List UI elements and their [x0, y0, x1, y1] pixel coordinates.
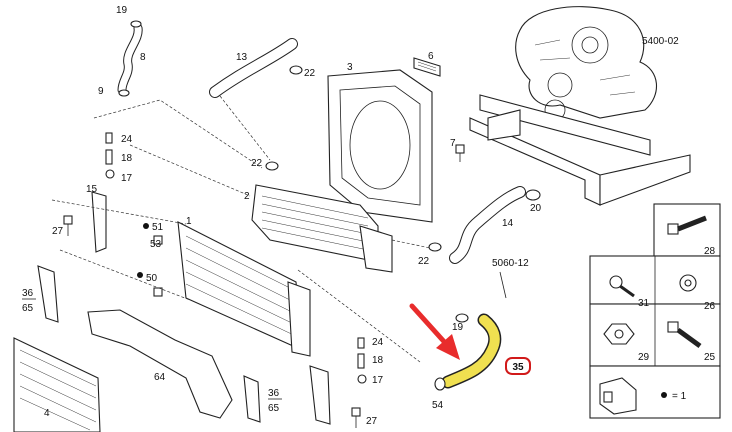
callout-13: 13: [236, 52, 248, 63]
callout-15: 15: [86, 184, 98, 195]
callout-65-bottom: 65: [268, 403, 280, 414]
legend-clip: [599, 377, 667, 415]
small-parts-right-column: [357, 337, 367, 384]
intercooler-2: [251, 184, 393, 273]
callout-20: 20: [530, 203, 542, 214]
callout-8: 8: [140, 52, 146, 63]
bracket-36-65-bottom: [243, 375, 261, 423]
bracket-6: [413, 57, 441, 77]
legend-label-31: 31: [638, 298, 650, 309]
fan-shroud-3: [327, 69, 433, 223]
callout-2: 2: [244, 191, 250, 202]
callout-3: 3: [347, 62, 353, 73]
legend-label-25: 25: [704, 352, 716, 363]
callout-27-left: 27: [52, 226, 64, 237]
legend-label-26: 26: [704, 301, 716, 312]
callout-36-bottom: 36: [268, 388, 280, 399]
highlighted-hose-35: [434, 313, 502, 391]
bracket-bottom-mid: [309, 365, 331, 425]
legend-screw-31: [609, 275, 635, 298]
callout-1: 1: [186, 216, 192, 227]
bolt-27-bottom: [351, 407, 361, 428]
callout-51: 51: [152, 222, 164, 233]
callout-18-left: 18: [121, 153, 133, 164]
highlight-label: 35: [512, 362, 524, 373]
crossmember-64: [87, 309, 233, 419]
bracket-15: [91, 191, 107, 253]
legend-nut-29: [603, 323, 635, 345]
callout-50: 50: [146, 273, 158, 284]
callout-54: 54: [432, 400, 444, 411]
engine-block: [515, 6, 658, 121]
callout-24-left: 24: [121, 134, 133, 145]
engine-frame-rail: [469, 94, 691, 206]
legend-label-28: 28: [704, 246, 716, 257]
legend-bolt-28: [667, 215, 707, 235]
callout-4: 4: [44, 408, 50, 419]
callout-22-right: 22: [418, 256, 430, 267]
legend-washer-26: [679, 274, 697, 292]
radiator-1: [177, 221, 311, 357]
callout-6: 6: [428, 51, 434, 62]
callout-64: 64: [154, 372, 166, 383]
bracket-36-65-left: [37, 265, 59, 323]
callout-19-mid: 19: [452, 322, 464, 333]
callout-17-right: 17: [372, 375, 384, 386]
hose-13: [209, 38, 303, 98]
bolt-7: [455, 144, 465, 162]
fasteners-51-53-50: [137, 223, 163, 297]
red-pointer-arrow: [409, 303, 460, 360]
callout-19-top: 19: [116, 5, 128, 16]
callout-27-bottom: 27: [366, 416, 378, 427]
callout-7: 7: [450, 138, 456, 149]
callout-36-left: 36: [22, 288, 34, 299]
bolt-27-left: [63, 215, 73, 236]
condenser-4: [13, 337, 101, 432]
callout-22-mid: 22: [251, 158, 263, 169]
hose-8: [117, 20, 143, 97]
callout-9: 9: [98, 86, 104, 97]
highlight-badge-35: 35: [505, 357, 531, 375]
callout-22-top: 22: [304, 68, 316, 79]
callout-17-left: 17: [121, 173, 133, 184]
callout-24-right: 24: [372, 337, 384, 348]
ref-code-5060: 5060-12: [492, 258, 529, 269]
ref-arrow: [499, 271, 507, 299]
hose-14: [428, 186, 541, 264]
clamp-22-mid: [265, 161, 279, 171]
legend-label-29: 29: [638, 352, 650, 363]
leader-lines: [51, 95, 431, 363]
callout-18-right: 18: [372, 355, 384, 366]
small-parts-left-column: [105, 132, 115, 179]
legend-equals-text: = 1: [672, 391, 687, 402]
ref-code-5400: 5400-02: [642, 36, 679, 47]
legend-bolt-25: [667, 321, 702, 349]
callout-14: 14: [502, 218, 514, 229]
callout-65-left: 65: [22, 303, 34, 314]
callout-53: 53: [150, 239, 162, 250]
legend-box: [589, 203, 721, 419]
